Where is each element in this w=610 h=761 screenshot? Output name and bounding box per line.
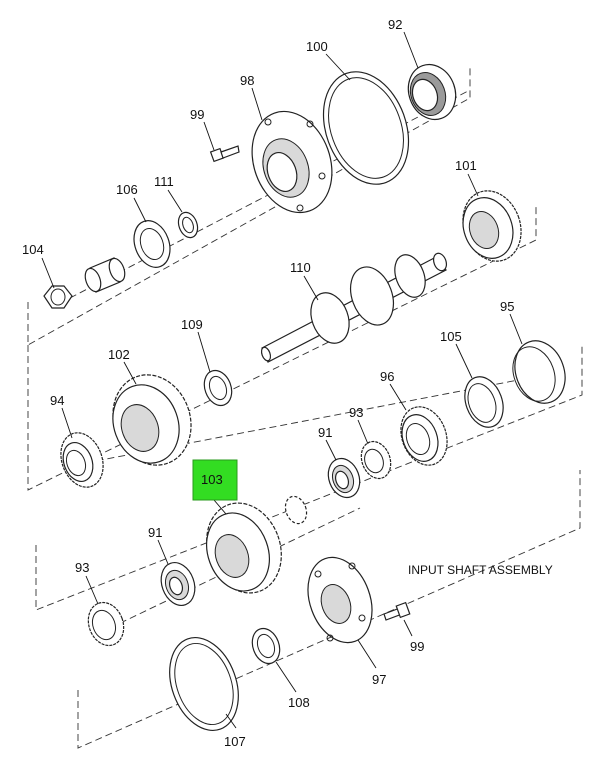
gear-101	[462, 190, 522, 262]
label-99-upper[interactable]: 99	[190, 107, 204, 122]
label-104[interactable]: 104	[22, 242, 44, 257]
label-98[interactable]: 98	[240, 73, 254, 88]
label-91-upper[interactable]: 91	[318, 425, 332, 440]
label-107[interactable]: 107	[224, 734, 246, 749]
diagram-caption: INPUT SHAFT ASSEMBLY	[408, 563, 553, 577]
label-105[interactable]: 105	[440, 329, 462, 344]
label-91-lower[interactable]: 91	[148, 525, 162, 540]
label-109[interactable]: 109	[181, 317, 203, 332]
label-92[interactable]: 92	[388, 17, 402, 32]
bearing-94	[60, 432, 104, 488]
label-96[interactable]: 96	[380, 369, 394, 384]
snap-ring-109	[203, 369, 233, 407]
label-108[interactable]: 108	[288, 695, 310, 710]
nut-104	[43, 285, 73, 309]
label-94[interactable]: 94	[50, 393, 64, 408]
seal-92	[407, 63, 457, 121]
ring-108	[251, 627, 281, 665]
dashed-outline-top	[27, 66, 471, 346]
bearing-93-upper	[360, 440, 392, 480]
bearing-91-lower	[160, 562, 196, 606]
sleeve	[84, 257, 126, 293]
leader-lines	[41, 31, 523, 729]
retainer-ring	[284, 495, 308, 525]
gasket-100	[322, 71, 410, 185]
label-110[interactable]: 110	[290, 260, 311, 275]
washer-111	[177, 211, 199, 239]
cover-98	[251, 110, 333, 214]
label-93-lower[interactable]: 93	[75, 560, 89, 575]
bearing-91-upper	[327, 457, 361, 499]
gasket-107	[169, 636, 239, 732]
highlight-box-103[interactable]	[192, 459, 238, 501]
gear-103	[206, 502, 282, 594]
label-102[interactable]: 102	[108, 347, 130, 362]
label-103[interactable]: 103	[201, 472, 223, 487]
label-99-lower[interactable]: 99	[410, 639, 424, 654]
shaft-110	[260, 252, 448, 363]
bolt-99-lower	[383, 601, 411, 621]
label-97[interactable]: 97	[372, 672, 386, 687]
cup-95	[512, 340, 566, 404]
bearing-96	[400, 406, 448, 466]
dashed-outline-lower	[77, 470, 581, 749]
label-93-upper[interactable]: 93	[349, 405, 363, 420]
ring-106	[133, 220, 171, 268]
flange-97	[307, 556, 373, 644]
ring-105	[464, 376, 504, 428]
dashed-outline-middle	[35, 345, 583, 611]
label-95[interactable]: 95	[500, 299, 514, 314]
bearing-93-lower	[87, 601, 125, 647]
label-101[interactable]: 101	[455, 158, 477, 173]
label-106[interactable]: 106	[116, 182, 138, 197]
gear-102	[112, 374, 192, 466]
label-111[interactable]: 111	[154, 174, 174, 189]
bolt-99-upper	[209, 145, 240, 163]
dashed-outline-upper	[27, 205, 537, 491]
label-100[interactable]: 100	[306, 39, 328, 54]
